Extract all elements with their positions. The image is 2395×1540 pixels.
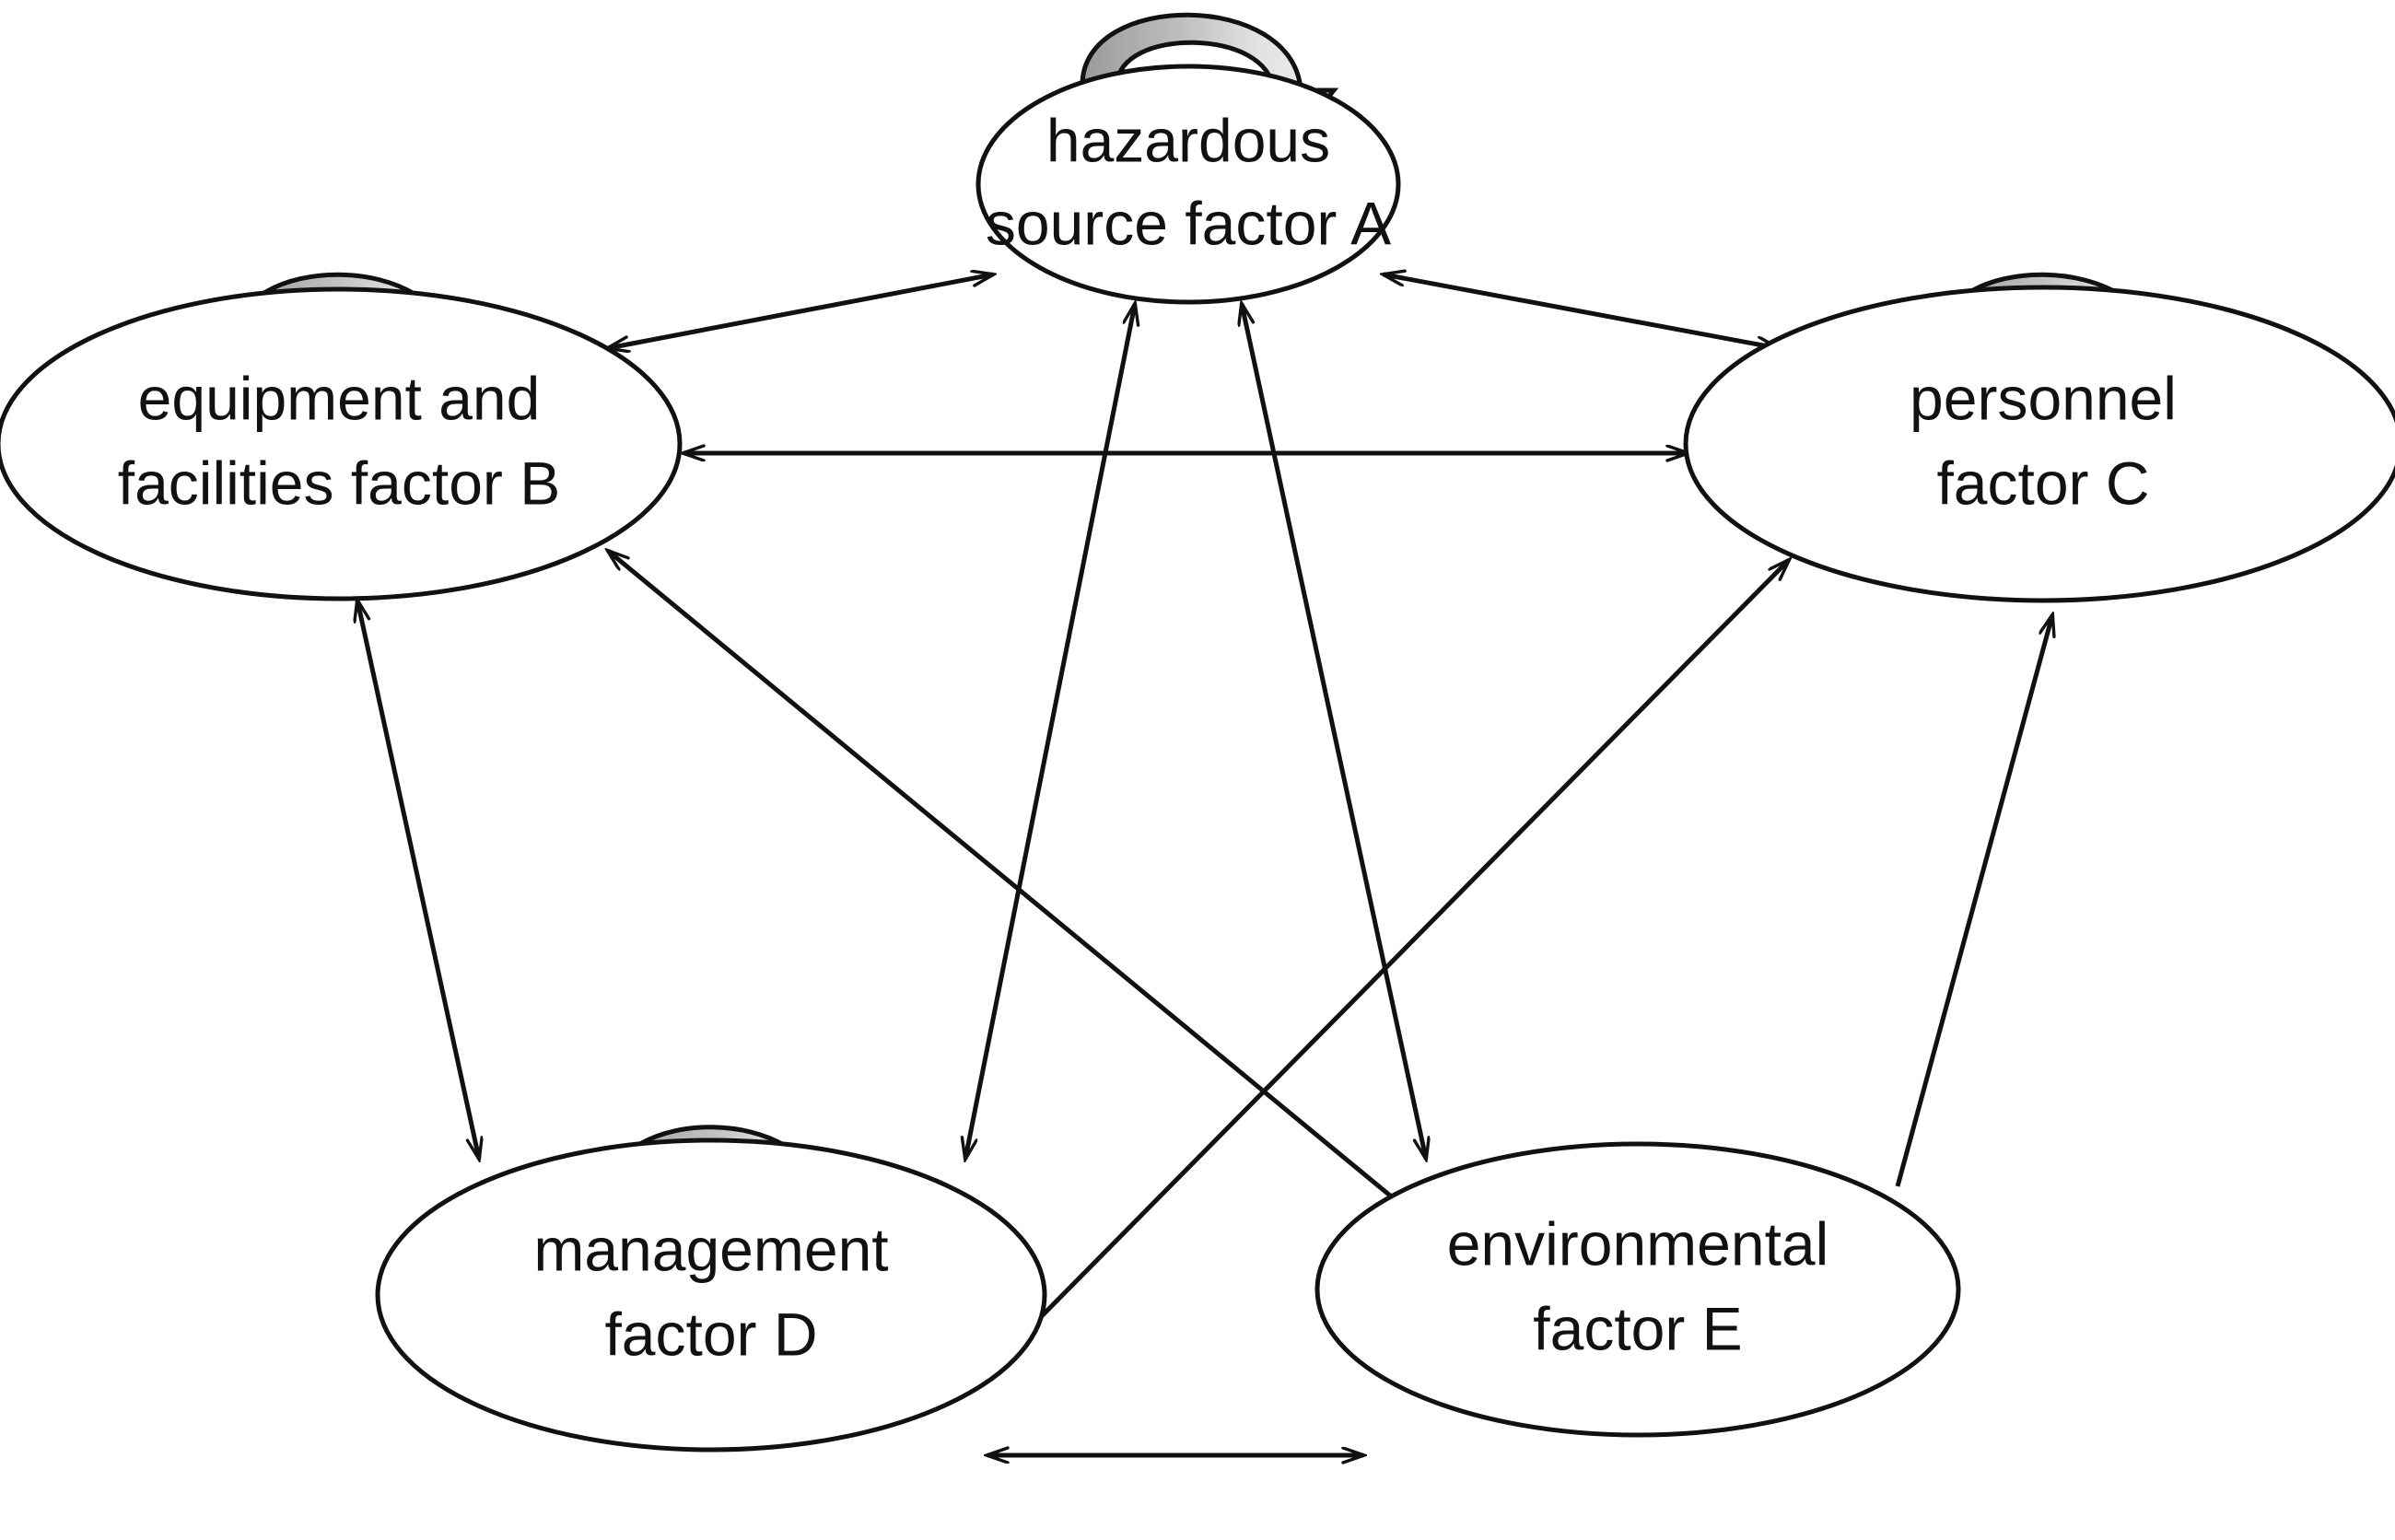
edge-a-c[interactable] [1384,274,1778,348]
edge-b-d[interactable] [357,601,479,1159]
node-c[interactable]: personnel factor C [1683,285,2395,603]
edge-layer [357,274,2052,1455]
node-e-ellipse[interactable] [1314,1141,1961,1438]
edge-e-c[interactable] [1895,615,2052,1187]
node-b[interactable]: equipment and facilities factor B [0,286,683,601]
node-a-ellipse[interactable] [976,64,1401,305]
node-d-ellipse[interactable] [375,1138,1047,1452]
node-a[interactable]: hazardous source factor A [976,64,1401,305]
node-b-label-line1: equipment and [138,364,541,432]
node-a-label-line2: source factor A [986,189,1391,257]
node-d[interactable]: management factor D [375,1138,1047,1452]
node-c-ellipse[interactable] [1683,285,2395,603]
node-e-label-line1: environmental [1447,1209,1829,1278]
node-d-label-line2: factor D [604,1300,817,1368]
node-d-label-line1: management [533,1215,888,1283]
edge-d-a[interactable] [965,304,1135,1159]
node-b-ellipse[interactable] [0,286,683,601]
node-a-label-line1: hazardous [1046,106,1330,174]
edge-a-b[interactable] [608,274,993,348]
node-b-label-line2: facilities factor B [118,449,561,517]
node-layer: hazardous source factor A equipment and … [0,64,2395,1452]
edge-e-a[interactable] [1242,304,1426,1159]
node-e[interactable]: environmental factor E [1314,1141,1961,1438]
node-e-label-line2: factor E [1533,1294,1742,1362]
edge-e-b[interactable] [608,551,1439,1236]
node-c-label-line2: factor C [1936,449,2149,517]
node-c-label-line1: personnel [1910,364,2177,432]
edge-d-c[interactable] [1021,560,1789,1337]
